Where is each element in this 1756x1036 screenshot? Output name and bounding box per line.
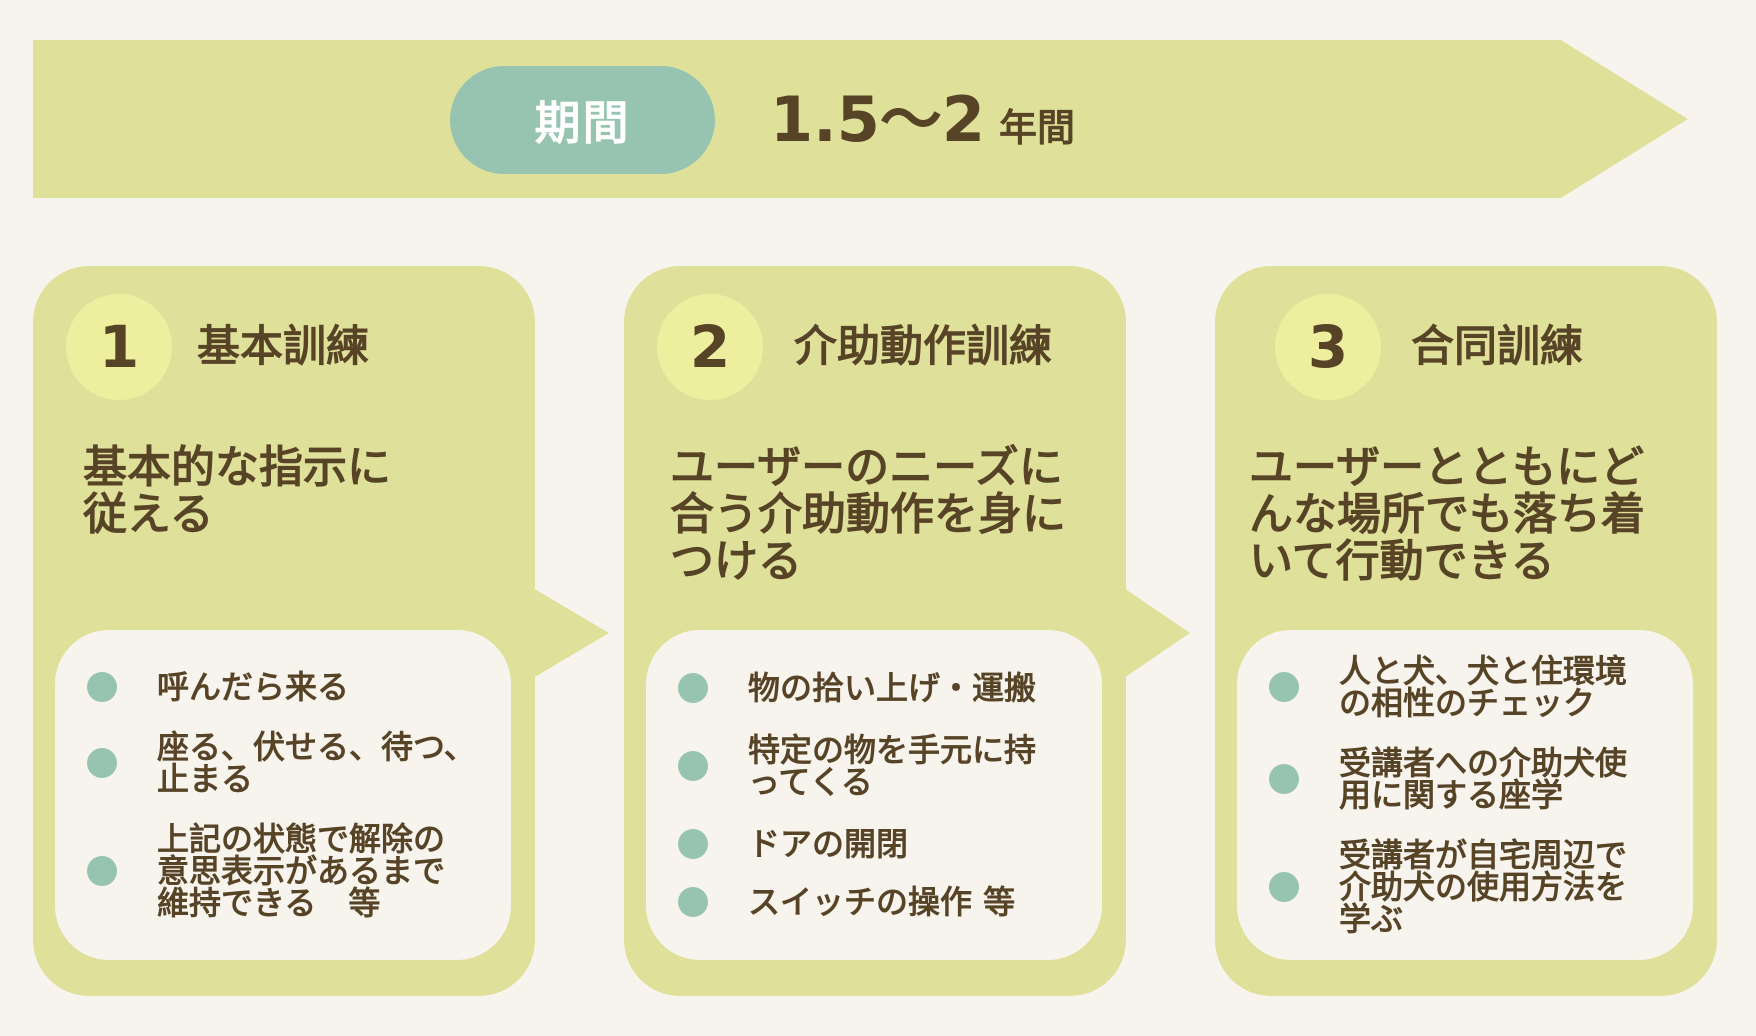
period-unit: 年間 bbox=[998, 106, 1075, 150]
stage-description: 基本的な指示に従える bbox=[83, 444, 391, 538]
stage-number-badge: 2 bbox=[657, 294, 763, 400]
stage-card-2: 2 介助動作訓練 ユーザーのニーズに合う介助動作を身につける 物の拾い上げ・運搬… bbox=[624, 266, 1126, 996]
bullet-dot bbox=[678, 751, 708, 781]
stage-number-badge: 1 bbox=[66, 294, 172, 400]
bullet-dot bbox=[678, 829, 708, 859]
stage-description-text: ユーザーとともにどんな場所でも落ち着いて行動できる bbox=[1249, 442, 1645, 587]
bullet-dot bbox=[87, 748, 117, 778]
list-item: 呼んだら来る bbox=[55, 671, 511, 703]
stage-card-3: 3 合同訓練 ユーザーとともにどんな場所でも落ち着いて行動できる 人と犬、犬と住… bbox=[1215, 266, 1717, 996]
period-value: 1.5〜2 bbox=[770, 83, 985, 156]
banner-arrow-shape bbox=[33, 40, 1688, 198]
period-label-pill: 期間 bbox=[450, 66, 715, 174]
list-item: 特定の物を手元に持ってくる bbox=[646, 734, 1102, 798]
bullet-dot bbox=[1269, 672, 1299, 702]
stage-title: 基本訓練 bbox=[197, 322, 369, 372]
list-item: 人と犬、犬と住環境の相性のチェック bbox=[1237, 655, 1693, 719]
stage-items-list: 物の拾い上げ・運搬 特定の物を手元に持ってくる ドアの開閉 スイッチの操作 等 bbox=[646, 630, 1102, 960]
list-item: 上記の状態で解除の意思表示があるまで維持できる 等 bbox=[55, 823, 511, 919]
stage-description-text: ユーザーのニーズに合う介助動作を身につける bbox=[670, 442, 1066, 587]
stage-items-panel: 人と犬、犬と住環境の相性のチェック 受講者への介助犬使用に関する座学 受講者が自… bbox=[1237, 630, 1693, 960]
bullet-dot bbox=[678, 673, 708, 703]
arrow-stage-1-to-2 bbox=[533, 588, 609, 678]
stage-number-badge: 3 bbox=[1275, 294, 1381, 400]
stage-number: 1 bbox=[98, 313, 140, 381]
stage-description-text: 基本的な指示に従える bbox=[83, 442, 391, 540]
bullet-dot bbox=[87, 672, 117, 702]
stage-description: ユーザーとともにどんな場所でも落ち着いて行動できる bbox=[1249, 444, 1645, 585]
bullet-dot bbox=[1269, 872, 1299, 902]
arrow-stage-2-to-3 bbox=[1124, 588, 1190, 678]
stage-card-1: 1 基本訓練 基本的な指示に従える 呼んだら来る 座る、伏せる、待つ、止まる 上… bbox=[33, 266, 535, 996]
stage-items-panel: 物の拾い上げ・運搬 特定の物を手元に持ってくる ドアの開閉 スイッチの操作 等 bbox=[646, 630, 1102, 960]
stage-number: 2 bbox=[689, 313, 731, 381]
bullet-dot bbox=[678, 887, 708, 917]
stage-number: 3 bbox=[1307, 313, 1349, 381]
list-item: 物の拾い上げ・運搬 bbox=[646, 672, 1102, 704]
list-item: 受講者への介助犬使用に関する座学 bbox=[1237, 747, 1693, 811]
bullet-dot bbox=[87, 856, 117, 886]
stage-items-list: 呼んだら来る 座る、伏せる、待つ、止まる 上記の状態で解除の意思表示があるまで維… bbox=[55, 630, 511, 960]
period-banner bbox=[33, 40, 1688, 198]
list-item: 座る、伏せる、待つ、止まる bbox=[55, 731, 511, 795]
period-label: 期間 bbox=[534, 96, 631, 150]
period-value-group: 1.5〜2 年間 bbox=[770, 78, 1075, 162]
stage-title: 合同訓練 bbox=[1411, 322, 1583, 372]
stage-title: 介助動作訓練 bbox=[794, 322, 1052, 372]
list-item: スイッチの操作 等 bbox=[646, 886, 1102, 918]
list-item: ドアの開閉 bbox=[646, 828, 1102, 860]
stage-items-panel: 呼んだら来る 座る、伏せる、待つ、止まる 上記の状態で解除の意思表示があるまで維… bbox=[55, 630, 511, 960]
bullet-dot bbox=[1269, 764, 1299, 794]
list-item: 受講者が自宅周辺で介助犬の使用方法を学ぶ bbox=[1237, 839, 1693, 935]
stage-description: ユーザーのニーズに合う介助動作を身につける bbox=[670, 444, 1066, 585]
stage-items-list: 人と犬、犬と住環境の相性のチェック 受講者への介助犬使用に関する座学 受講者が自… bbox=[1237, 630, 1693, 960]
